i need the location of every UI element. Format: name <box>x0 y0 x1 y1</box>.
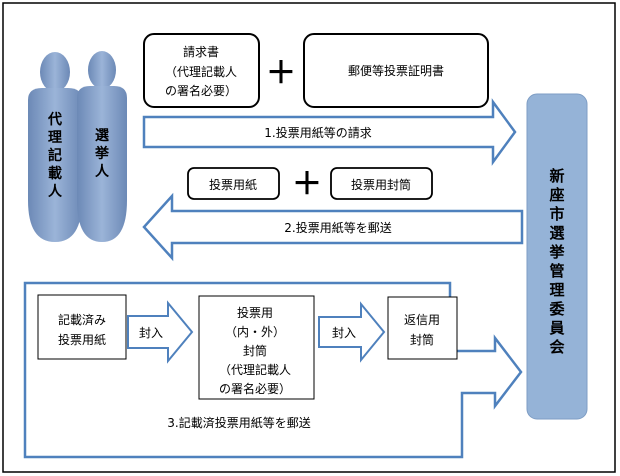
request-form-box <box>143 33 260 108</box>
seal-arrow-1 <box>127 300 194 364</box>
svg-text:員: 員 <box>548 319 564 337</box>
seal-arrow-2-label: 封入 <box>332 326 356 340</box>
return-envelope-box <box>387 296 458 360</box>
postal-vote-certificate-label: 郵便等投票証明書 <box>348 63 444 78</box>
inner-outer-envelope-line: （内・外） <box>225 325 285 339</box>
svg-text:代: 代 <box>47 111 62 128</box>
mail-ballot-arrow-label: 2.投票用紙等を郵送 <box>284 220 391 235</box>
filled-ballot-line: 投票用紙 <box>58 332 106 347</box>
proxy-writer-label: 代 理 記 載 人 <box>47 111 63 200</box>
voter-label: 選 挙 人 <box>94 128 110 180</box>
svg-text:管: 管 <box>549 262 564 280</box>
ballot-paper-label: 投票用紙 <box>209 177 257 192</box>
inner-outer-envelope-line: （代理記載人 <box>219 362 291 377</box>
ballot-envelope-label: 投票用封筒 <box>351 177 411 192</box>
filled-ballot-line: 記載済み <box>58 312 106 327</box>
svg-text:挙: 挙 <box>94 145 110 162</box>
svg-text:載: 載 <box>48 165 62 182</box>
election-committee-box <box>526 93 588 420</box>
plus-sign: ＋ <box>292 167 322 202</box>
return-ballot-arrow-label: 3.記載済投票用紙等を郵送 <box>167 415 310 430</box>
svg-text:記: 記 <box>48 147 62 164</box>
request-arrow <box>142 98 517 166</box>
return-envelope-line: 返信用 <box>404 313 440 327</box>
ballot-paper-box <box>187 167 280 200</box>
request-arrow-label: 1.投票用紙等の請求 <box>264 125 371 140</box>
inner-outer-envelope-line: の署名必要） <box>219 381 291 396</box>
return-envelope-line: 封筒 <box>410 332 434 347</box>
seal-arrow-1-label: 封入 <box>139 326 163 340</box>
svg-text:新: 新 <box>549 167 564 185</box>
proxy-writer-figure: 代 理 記 載 人 <box>28 52 82 242</box>
request-form-line: （代理記載人 <box>165 64 237 79</box>
request-form-line: の署名必要） <box>165 83 237 98</box>
svg-text:選: 選 <box>549 224 564 242</box>
svg-text:座: 座 <box>548 186 564 204</box>
svg-text:市: 市 <box>549 205 564 223</box>
svg-text:理: 理 <box>48 130 62 146</box>
filled-ballot-box <box>37 294 127 360</box>
voter-figure: 選 挙 人 <box>77 51 127 242</box>
inner-outer-envelope-line: 投票用 <box>237 305 273 320</box>
postal-vote-certificate-box <box>303 33 489 108</box>
inner-outer-envelope-box <box>198 295 315 400</box>
ballot-envelope-box <box>330 167 433 200</box>
election-committee-label: 新 座 市 選 挙 管 理 委 員 会 <box>548 167 565 356</box>
svg-text:会: 会 <box>549 338 564 356</box>
inner-outer-envelope-line: 封筒 <box>243 343 267 358</box>
svg-text:選: 選 <box>95 128 109 144</box>
svg-text:挙: 挙 <box>548 243 565 261</box>
svg-text:人: 人 <box>95 163 110 180</box>
mail-ballot-arrow <box>142 192 524 262</box>
svg-text:理: 理 <box>549 281 564 299</box>
svg-text:人: 人 <box>48 183 63 200</box>
svg-text:委: 委 <box>549 300 564 318</box>
request-form-line: 請求書 <box>183 45 219 59</box>
seal-arrow-2 <box>318 301 386 363</box>
plus-sign: ＋ <box>266 56 296 91</box>
